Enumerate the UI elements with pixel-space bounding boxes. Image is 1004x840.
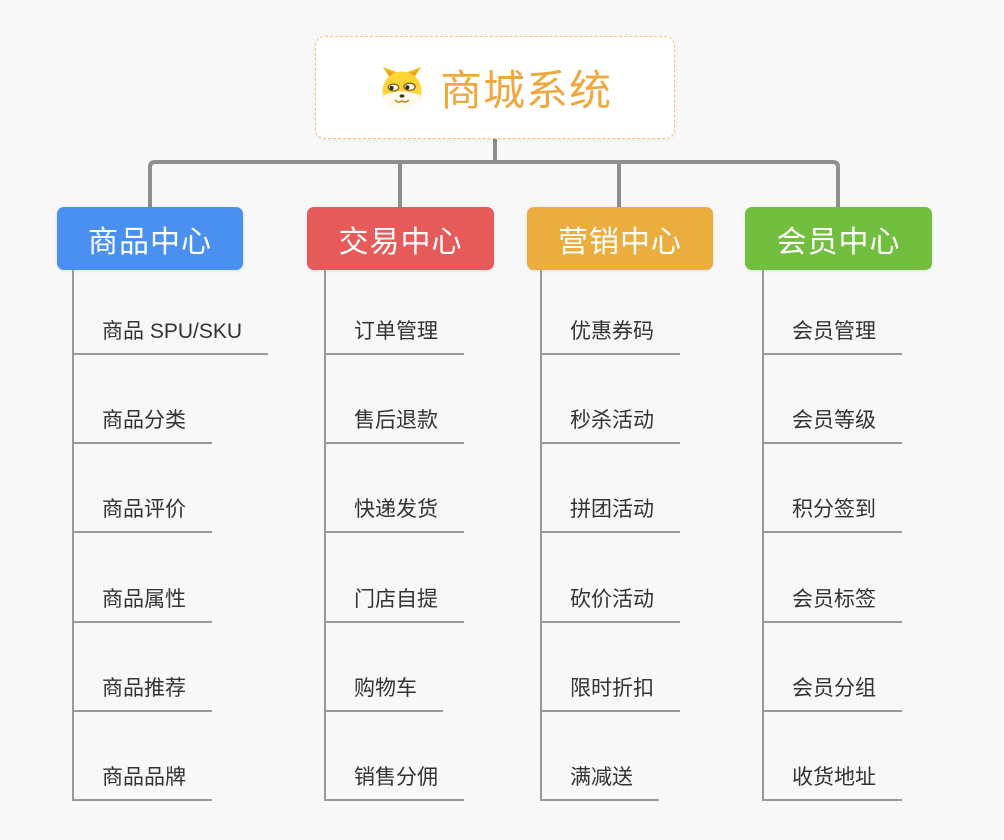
- leaf-node[interactable]: 商品评价: [72, 496, 212, 533]
- leaf-node[interactable]: 会员等级: [762, 407, 902, 444]
- leaf-node[interactable]: 砍价活动: [540, 586, 680, 623]
- leaf-node[interactable]: 会员标签: [762, 586, 902, 623]
- leaf-node[interactable]: 满减送: [540, 764, 659, 801]
- leaf-node[interactable]: 积分签到: [762, 496, 902, 533]
- leaf-node[interactable]: 商品分类: [72, 407, 212, 444]
- branch-label: 营销中心: [558, 225, 682, 259]
- leaf-node[interactable]: 会员分组: [762, 675, 902, 712]
- bus-line: [148, 160, 840, 207]
- branch-node-product-center[interactable]: 商品中心: [57, 207, 243, 270]
- leaf-node[interactable]: 优惠券码: [540, 318, 680, 355]
- root-node[interactable]: 商城系统: [315, 36, 675, 139]
- leaf-node[interactable]: 商品推荐: [72, 675, 212, 712]
- leaf-node[interactable]: 销售分佣: [324, 764, 464, 801]
- leaf-node[interactable]: 限时折扣: [540, 675, 680, 712]
- branch-spine-line: [72, 270, 74, 800]
- branch-label: 会员中心: [776, 225, 901, 259]
- leaf-node[interactable]: 秒杀活动: [540, 407, 680, 444]
- branch-node-marketing-center[interactable]: 营销中心: [527, 207, 713, 270]
- leaf-node[interactable]: 拼团活动: [540, 496, 680, 533]
- branch-node-trade-center[interactable]: 交易中心: [307, 207, 494, 270]
- leaf-node[interactable]: 商品属性: [72, 586, 212, 623]
- doge-icon: [382, 66, 422, 110]
- leaf-node[interactable]: 商品 SPU/SKU: [72, 318, 269, 355]
- leaf-node[interactable]: 商品品牌: [72, 764, 212, 801]
- leaf-node[interactable]: 收货地址: [762, 764, 902, 801]
- leaf-node[interactable]: 门店自提: [324, 586, 464, 623]
- branch-spine-line: [324, 270, 326, 800]
- leaf-node[interactable]: 订单管理: [324, 318, 464, 355]
- branch-spine-line: [762, 270, 764, 800]
- branch-node-member-center[interactable]: 会员中心: [745, 207, 932, 270]
- branch-label: 交易中心: [338, 225, 463, 259]
- branch-label: 商品中心: [88, 225, 212, 259]
- leaf-node[interactable]: 售后退款: [324, 407, 464, 444]
- root-title: 商城系统: [439, 67, 612, 114]
- leaf-node[interactable]: 快递发货: [324, 496, 464, 533]
- leaf-node[interactable]: 会员管理: [762, 318, 902, 355]
- branch-spine-line: [540, 270, 542, 800]
- leaf-node[interactable]: 购物车: [324, 675, 443, 712]
